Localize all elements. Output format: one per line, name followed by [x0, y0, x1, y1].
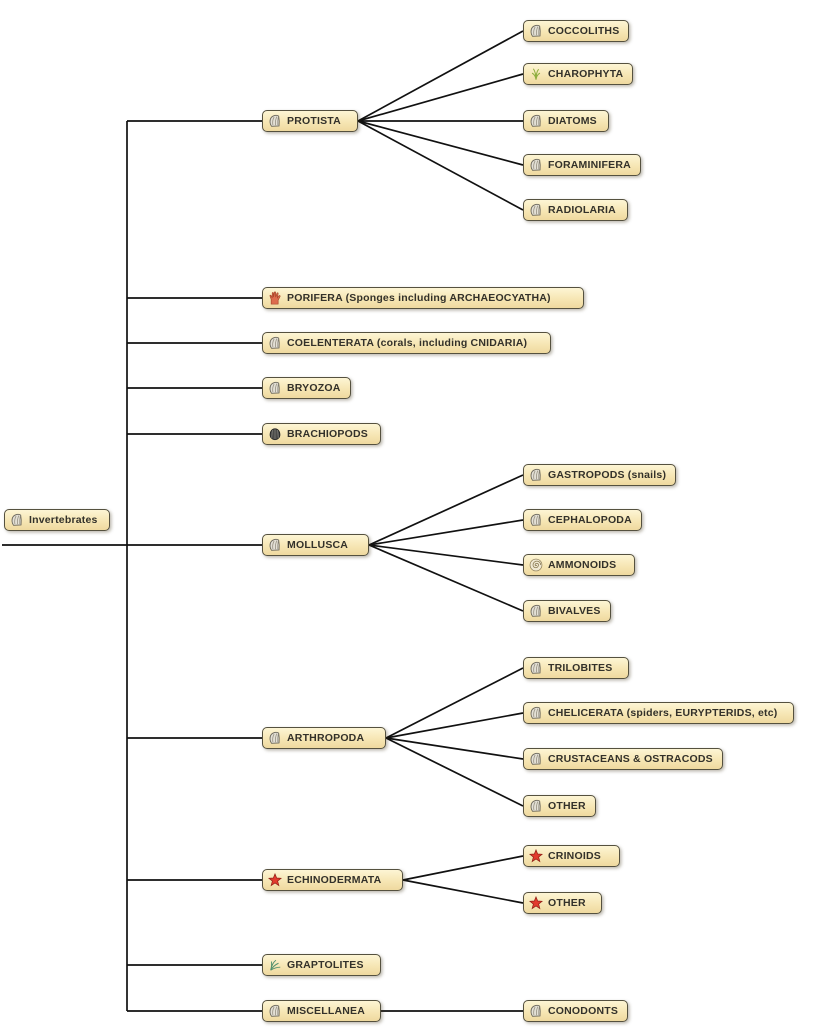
node-gastropods[interactable]: GASTROPODS (snails)	[523, 464, 677, 486]
node-label: GASTROPODS (snails)	[548, 469, 667, 481]
node-label: MISCELLANEA	[287, 1005, 366, 1017]
fossil-icon	[529, 114, 543, 128]
node-label: RADIOLARIA	[548, 204, 616, 216]
fossil-icon	[268, 114, 282, 128]
node-invertebrates[interactable]: Invertebrates	[4, 509, 110, 531]
node-foraminifera[interactable]: FORAMINIFERA	[523, 154, 641, 176]
node-mollusca[interactable]: MOLLUSCA	[262, 534, 369, 556]
node-label: GRAPTOLITES	[287, 959, 364, 971]
node-label: AMMONOIDS	[548, 559, 617, 571]
fossil-icon	[529, 706, 543, 720]
node-label: CRINOIDS	[548, 850, 601, 862]
brachiopod-icon	[268, 427, 282, 441]
star-icon	[529, 849, 543, 863]
fossil-icon	[529, 158, 543, 172]
node-label: CEPHALOPODA	[548, 514, 632, 526]
node-echinodermata[interactable]: ECHINODERMATA	[262, 869, 403, 891]
node-trilobites[interactable]: TRILOBITES	[523, 657, 629, 679]
node-label: TRILOBITES	[548, 662, 613, 674]
plant-icon	[529, 67, 543, 81]
fossil-icon	[529, 799, 543, 813]
node-radiolaria[interactable]: RADIOLARIA	[523, 199, 628, 221]
fossil-icon	[268, 381, 282, 395]
node-arthropoda-other[interactable]: OTHER	[523, 795, 596, 817]
node-chelicerata[interactable]: CHELICERATA (spiders, EURYPTERIDS, etc)	[523, 702, 794, 724]
node-bivalves[interactable]: BIVALVES	[523, 600, 611, 622]
node-label: CONODONTS	[548, 1005, 619, 1017]
node-label: CHAROPHYTA	[548, 68, 624, 80]
node-label: COCCOLITHS	[548, 25, 620, 37]
node-miscellanea[interactable]: MISCELLANEA	[262, 1000, 381, 1022]
fossil-icon	[529, 24, 543, 38]
node-bryozoa[interactable]: BRYOZOA	[262, 377, 351, 399]
fossil-icon	[529, 1004, 543, 1018]
node-label: ARTHROPODA	[287, 732, 365, 744]
node-arthropoda[interactable]: ARTHROPODA	[262, 727, 386, 749]
node-brachiopods[interactable]: BRACHIOPODS	[262, 423, 381, 445]
fossil-icon	[529, 604, 543, 618]
star-icon	[268, 873, 282, 887]
fossil-icon	[10, 513, 24, 527]
node-charophyta[interactable]: CHAROPHYTA	[523, 63, 634, 85]
graptolite-icon	[268, 958, 282, 972]
node-coccoliths[interactable]: COCCOLITHS	[523, 20, 630, 42]
fossil-icon	[268, 336, 282, 350]
node-coelenterata[interactable]: COELENTERATA (corals, including CNIDARIA…	[262, 332, 551, 354]
node-label: FORAMINIFERA	[548, 159, 631, 171]
fossil-icon	[268, 538, 282, 552]
star-icon	[529, 896, 543, 910]
node-label: OTHER	[548, 897, 586, 909]
ammonite-spiral-icon	[529, 558, 543, 572]
node-crustaceans-ostracods[interactable]: CRUSTACEANS & OSTRACODS	[523, 748, 723, 770]
fossil-icon	[529, 513, 543, 527]
node-ammonoids[interactable]: AMMONOIDS	[523, 554, 635, 576]
hand-icon	[268, 291, 282, 305]
node-label: PROTISTA	[287, 115, 341, 127]
fossil-icon	[529, 661, 543, 675]
node-graptolites[interactable]: GRAPTOLITES	[262, 954, 381, 976]
fossil-icon	[268, 731, 282, 745]
node-label: MOLLUSCA	[287, 539, 349, 551]
node-echinodermata-other[interactable]: OTHER	[523, 892, 602, 914]
node-label: BRACHIOPODS	[287, 428, 368, 440]
fossil-icon	[529, 203, 543, 217]
node-diatoms[interactable]: DIATOMS	[523, 110, 609, 132]
node-label: OTHER	[548, 800, 586, 812]
node-label: COELENTERATA (corals, including CNIDARIA…	[287, 337, 528, 349]
node-label: Invertebrates	[29, 514, 98, 526]
node-conodonts[interactable]: CONODONTS	[523, 1000, 629, 1022]
node-label: CRUSTACEANS & OSTRACODS	[548, 753, 713, 765]
fossil-icon	[529, 752, 543, 766]
node-protista[interactable]: PROTISTA	[262, 110, 358, 132]
node-label: BRYOZOA	[287, 382, 341, 394]
node-label: DIATOMS	[548, 115, 597, 127]
fossil-icon	[268, 1004, 282, 1018]
node-label: ECHINODERMATA	[287, 874, 382, 886]
node-cephalopoda[interactable]: CEPHALOPODA	[523, 509, 642, 531]
fossil-icon	[529, 468, 543, 482]
node-label: CHELICERATA (spiders, EURYPTERIDS, etc)	[548, 707, 778, 719]
node-porifera[interactable]: PORIFERA (Sponges including ARCHAEOCYATH…	[262, 287, 584, 309]
node-label: PORIFERA (Sponges including ARCHAEOCYATH…	[287, 292, 551, 304]
node-label: BIVALVES	[548, 605, 601, 617]
node-crinoids[interactable]: CRINOIDS	[523, 845, 620, 867]
